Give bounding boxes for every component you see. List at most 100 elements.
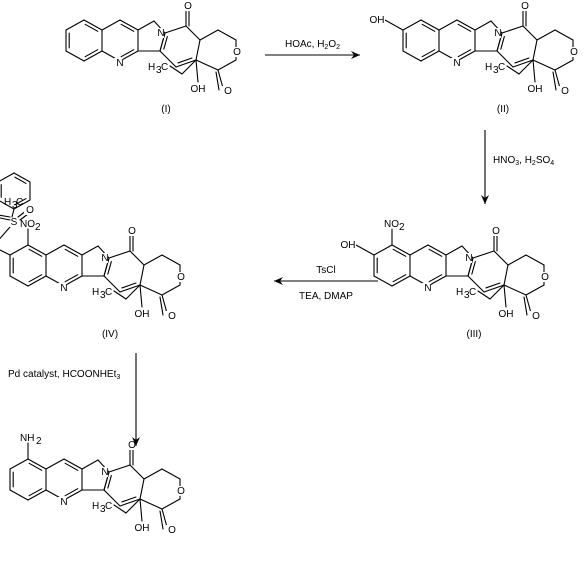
bond bbox=[13, 172, 31, 183]
bond bbox=[536, 29, 556, 41]
oxygen-atom: O bbox=[128, 226, 136, 237]
compound-label: (IV) bbox=[102, 329, 118, 340]
bond bbox=[27, 458, 47, 470]
double-bond bbox=[107, 261, 112, 275]
bond bbox=[103, 471, 110, 491]
double-bond bbox=[421, 49, 436, 58]
bond bbox=[27, 275, 47, 287]
subscript: 2 bbox=[36, 436, 42, 447]
bond bbox=[159, 32, 166, 52]
oxygen-atom: O bbox=[541, 272, 549, 283]
arrow-1 bbox=[265, 51, 360, 59]
nitro-group: NO bbox=[384, 219, 399, 230]
bond bbox=[63, 244, 83, 256]
oxygen-atom: O bbox=[168, 525, 176, 536]
bond bbox=[0, 249, 11, 256]
oxygen-atom: O bbox=[26, 205, 34, 216]
arrow-4 bbox=[132, 353, 140, 446]
carbon-atom: C bbox=[161, 62, 168, 73]
hydroxyl-group: OH bbox=[341, 240, 356, 251]
bond bbox=[195, 59, 199, 83]
bond bbox=[161, 254, 181, 266]
bond bbox=[161, 468, 181, 480]
arrow-head bbox=[481, 195, 489, 204]
oxygen-atom: O bbox=[128, 440, 136, 451]
bond bbox=[489, 284, 505, 300]
hydroxyl-group: OH bbox=[135, 523, 150, 534]
bond bbox=[139, 284, 163, 296]
bond bbox=[532, 59, 536, 83]
bond bbox=[103, 489, 121, 507]
bond bbox=[217, 69, 224, 89]
bond bbox=[195, 59, 219, 71]
bond bbox=[139, 264, 145, 286]
double-bond bbox=[428, 274, 443, 283]
bond bbox=[81, 245, 99, 256]
arrow-label: HOAc, H2O2 bbox=[285, 39, 340, 51]
oxygen-atom: O bbox=[224, 86, 232, 97]
bond bbox=[493, 250, 509, 266]
bond bbox=[161, 294, 168, 314]
double-bond bbox=[120, 49, 135, 58]
bond bbox=[0, 217, 11, 221]
hydroxyl-group: OH bbox=[135, 309, 150, 320]
oxygen-atom: O bbox=[184, 1, 192, 12]
bond bbox=[217, 29, 237, 41]
double-bond bbox=[107, 475, 112, 489]
bond bbox=[501, 25, 524, 34]
bond bbox=[503, 284, 527, 296]
bond bbox=[496, 32, 503, 52]
nitrogen-atom: N bbox=[60, 497, 67, 508]
arrow-label: TEA, DMAP bbox=[299, 291, 353, 302]
nitrogen-atom: N bbox=[465, 253, 472, 264]
bond bbox=[83, 19, 103, 31]
double-bond bbox=[14, 198, 27, 206]
bond bbox=[13, 199, 31, 210]
amino-group: NH bbox=[20, 433, 34, 444]
bond bbox=[108, 464, 131, 473]
bond bbox=[391, 244, 411, 256]
double-bond bbox=[121, 282, 137, 289]
bond bbox=[215, 71, 220, 91]
bond bbox=[139, 498, 143, 522]
double-bond bbox=[421, 23, 436, 32]
bond bbox=[532, 39, 538, 61]
bond bbox=[9, 244, 29, 256]
bond bbox=[119, 19, 139, 31]
compound-label: (III) bbox=[467, 329, 482, 340]
double-bond bbox=[64, 488, 79, 497]
double-bond bbox=[64, 462, 79, 471]
oxygen-atom: O bbox=[561, 86, 569, 97]
double-bond bbox=[14, 176, 27, 184]
compound-label: (II) bbox=[497, 104, 509, 115]
bond bbox=[65, 19, 85, 31]
bond bbox=[63, 458, 83, 470]
double-bond bbox=[28, 248, 43, 257]
double-bond bbox=[485, 282, 501, 289]
methyl-group: H bbox=[148, 62, 155, 73]
double-bond bbox=[121, 496, 137, 503]
nitro-group: NO bbox=[20, 219, 35, 230]
bond bbox=[552, 71, 557, 91]
nitrogen-atom: N bbox=[60, 283, 67, 294]
nitrogen-atom: N bbox=[157, 28, 164, 39]
methyl-group: H bbox=[4, 197, 11, 208]
bond bbox=[83, 50, 103, 62]
bond bbox=[0, 226, 11, 240]
double-bond bbox=[500, 36, 505, 50]
bond bbox=[503, 264, 509, 286]
oxygen-atom: O bbox=[233, 47, 241, 58]
bond bbox=[384, 19, 404, 31]
bond bbox=[525, 284, 545, 296]
bond bbox=[9, 275, 29, 287]
bond bbox=[472, 250, 495, 259]
bond bbox=[125, 498, 141, 514]
bond bbox=[139, 498, 163, 510]
bond bbox=[483, 284, 505, 293]
bond bbox=[11, 208, 15, 218]
arrow-head bbox=[351, 51, 360, 59]
bond bbox=[402, 50, 422, 62]
